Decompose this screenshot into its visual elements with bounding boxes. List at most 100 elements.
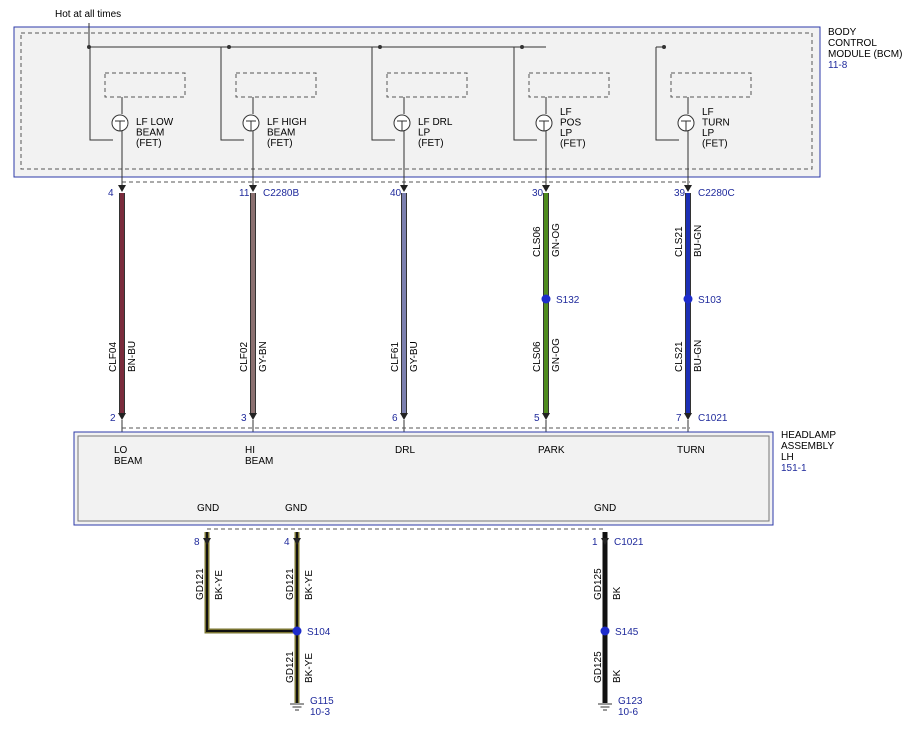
wire-pin-bottom: 2: [110, 413, 116, 424]
ground-symbol-g123: [598, 703, 612, 711]
headlamp-function-drl: DRL: [395, 445, 415, 456]
ground-right-connector: C1021: [614, 537, 644, 548]
headlamp-function-park: PARK: [538, 445, 565, 456]
wire-circuit-lower: CLS06: [532, 341, 543, 372]
wire-pin-bottom: 6: [392, 413, 398, 424]
fet-feed-wire: [513, 46, 537, 141]
wire-pin-top: 40: [390, 188, 402, 199]
wire-circuit: CLF02: [239, 342, 250, 372]
ground-right-circuit-a: GD125: [593, 568, 604, 600]
headlamp-title: HEADLAMP ASSEMBLY LH: [781, 430, 839, 463]
wire-bottom-arrow: [249, 413, 257, 420]
gnd-label-1: GND: [197, 503, 219, 514]
fet-output-arrow: [118, 185, 126, 192]
headlamp-inner-box: [77, 435, 770, 522]
ground-left-pin-b: 4: [284, 537, 290, 548]
splice-dot: [541, 294, 551, 304]
ground-left-pin-a: 8: [194, 537, 200, 548]
bcm-module-box: [13, 26, 821, 178]
splice-dot: [683, 294, 693, 304]
wire-pin-top: 11: [239, 188, 250, 199]
wire-2: 11 C2280B 3 CLF02 GY-BN: [239, 188, 299, 432]
ground-label-g123: G123: [618, 696, 643, 707]
ground-ref-g115: 10-3: [310, 707, 330, 718]
wire-pin-bottom: 5: [534, 413, 540, 424]
wire-color-code: GY-BU: [409, 341, 420, 372]
ground-wire-left-bk-ye-bridge-core: [206, 532, 297, 632]
headlamp-function-lo-beam: LO BEAM: [114, 445, 142, 467]
wire-color-code-lower: GN-OG: [551, 338, 562, 372]
wire-color-code-upper: GN-OG: [551, 223, 562, 257]
fet-control-dashed-box: [104, 72, 186, 98]
fet-feed-wire: [371, 46, 395, 141]
fet-control-dashed-box: [235, 72, 317, 98]
ground-ref-g123: 10-6: [618, 707, 638, 718]
fet-feed-wire: [89, 46, 113, 141]
ground-wire-right: 1 C1021 GD125 BK S145 GD125 BK G123 10-6: [592, 532, 644, 718]
ground-left-color-c: BK-YE: [304, 653, 315, 683]
wire-circuit: CLF61: [390, 342, 401, 372]
fet-control-dashed-box: [528, 72, 610, 98]
bcm-inner-dashed-box: [20, 32, 813, 170]
wire-circuit-upper: CLS21: [674, 226, 685, 257]
ground-right-pin: 1: [592, 537, 598, 548]
ground-symbol-g115: [290, 703, 304, 711]
wire-connector-top: C2280C: [698, 188, 735, 199]
wire-color-code: BN-BU: [127, 341, 138, 372]
fet-control-dashed-box: [386, 72, 468, 98]
splice-dot-s145: [600, 626, 610, 636]
wire-circuit-lower: CLS21: [674, 341, 685, 372]
wire-pin-bottom: 7: [676, 413, 682, 424]
fet-output-arrow: [542, 185, 550, 192]
wire-connector-top: C2280B: [263, 188, 299, 199]
wire-bottom-arrow: [118, 413, 126, 420]
fet-output-arrow: [249, 185, 257, 192]
splice-label: S103: [698, 295, 722, 306]
ground-right-circuit-b: GD125: [593, 651, 604, 683]
wire-bottom-arrow: [542, 413, 550, 420]
ground-left-arrow-b: [293, 538, 301, 545]
wire-pin-top: 4: [108, 188, 114, 199]
wire-group: 4 2 CLF04 BN-BU 11 C2280B 3 CLF02 GY-BN 40 6 CLF61 G…: [108, 188, 735, 432]
fet-output-arrow: [400, 185, 408, 192]
wire-pin-top: 30: [532, 188, 544, 199]
wire-circuit: CLF04: [108, 342, 119, 372]
splice-label-s145: S145: [615, 627, 639, 638]
headlamp-function-turn: TURN: [677, 445, 705, 456]
splice-label: S132: [556, 295, 580, 306]
wire-color-code-lower: BU-GN: [693, 340, 704, 372]
ground-wire-left: 8 4 GD121 BK-YE GD121 BK-YE S104 GD121 B…: [194, 532, 334, 718]
wire-3: 40 6 CLF61 GY-BU: [390, 188, 420, 432]
fet-output-arrow: [684, 185, 692, 192]
wire-bottom-arrow: [400, 413, 408, 420]
fet-feed-wire: [655, 46, 679, 141]
ground-left-circuit-c: GD121: [285, 651, 296, 683]
ground-right-color-a: BK: [612, 586, 623, 600]
ground-left-circuit-a: GD121: [195, 568, 206, 600]
splice-label-s104: S104: [307, 627, 331, 638]
headlamp-ref: 151-1: [781, 463, 807, 474]
ground-right-color-b: BK: [612, 669, 623, 683]
headlamp-assembly-box: [73, 431, 774, 526]
wire-bottom-arrow: [684, 413, 692, 420]
bcm-ref: 11-8: [828, 60, 848, 71]
wire-color-code: GY-BN: [258, 341, 269, 372]
ground-label-g115: G115: [310, 696, 334, 707]
wire-color-code-upper: BU-GN: [693, 225, 704, 257]
ground-left-circuit-b: GD121: [285, 568, 296, 600]
fet-feed-wire: [220, 46, 244, 141]
bcm-title: BODY CONTROL MODULE (BCM): [828, 27, 902, 60]
ground-left-color-a: BK-YE: [214, 570, 225, 600]
gnd-label-2: GND: [285, 503, 307, 514]
wire-pin-bottom: 3: [241, 413, 247, 424]
